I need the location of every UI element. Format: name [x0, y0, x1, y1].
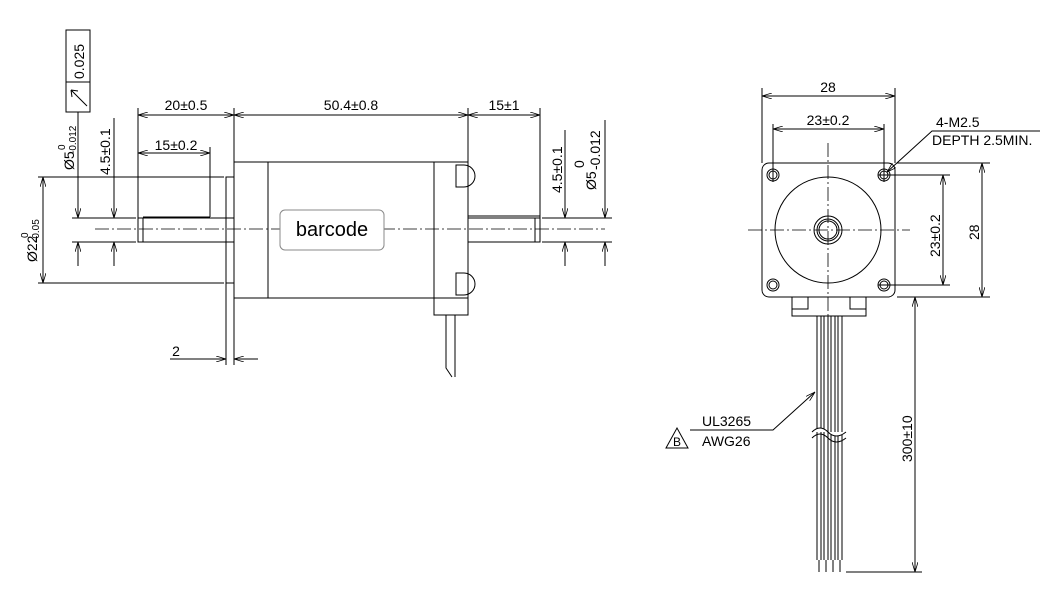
rear-shaft — [467, 217, 541, 243]
svg-text:-0.012: -0.012 — [68, 125, 79, 154]
dim-width: 28 — [820, 79, 836, 95]
side-view: barcode 20±0.5 50.4±0.8 15±1 15±0.2 2 Ø2… — [20, 29, 612, 378]
runout-value: 0.025 — [71, 44, 87, 79]
lead-wire — [445, 315, 456, 378]
flange-plate — [225, 176, 235, 284]
dim-pilot-dia: Ø22 0 -0.05 — [20, 219, 42, 262]
dim-lead-length: 300±10 — [899, 415, 915, 462]
runout-frame — [65, 29, 91, 113]
connector-bump-bottom — [455, 272, 476, 296]
svg-text:-0.012: -0.012 — [587, 130, 603, 170]
front-shaft — [137, 217, 235, 243]
dim-body-length: 50.4±0.8 — [324, 97, 379, 113]
dim-front-flat: 4.5±0.1 — [97, 128, 113, 175]
connector — [791, 297, 867, 317]
wire-spec-leader — [690, 392, 815, 431]
thread-leader — [887, 130, 1040, 172]
svg-text:Ø5: Ø5 — [583, 171, 599, 190]
dim-rear-flat: 4.5±0.1 — [549, 146, 565, 193]
thread-note-size: 4-M2.5 — [936, 114, 980, 130]
wire-spec-type: UL3265 — [702, 413, 751, 429]
dim-front-shaft-length: 20±0.5 — [165, 97, 208, 113]
svg-text:0: 0 — [571, 160, 587, 168]
svg-text:Ø5: Ø5 — [61, 151, 77, 170]
dim-height: 28 — [966, 224, 982, 240]
connector-bump-top — [455, 164, 476, 188]
dim-rear-shaft-dia: Ø5 0 -0.012 — [571, 130, 603, 190]
revision-triangle-icon — [665, 426, 689, 449]
dim-hole-spacing-v: 23±0.2 — [927, 214, 943, 257]
rear-cap — [433, 161, 469, 316]
svg-text:Ø22: Ø22 — [24, 235, 40, 262]
lead-wires — [811, 316, 847, 572]
svg-text:0: 0 — [20, 232, 31, 238]
svg-text:0: 0 — [57, 144, 68, 150]
barcode-label — [279, 209, 385, 251]
barcode-text: barcode — [296, 219, 368, 241]
svg-text:-0.05: -0.05 — [31, 219, 42, 242]
dim-hole-spacing-h: 23±0.2 — [807, 112, 850, 128]
revision-mark: B — [673, 435, 681, 449]
thread-note-depth: DEPTH 2.5MIN. — [932, 132, 1032, 148]
dim-flat-length: 15±0.2 — [155, 137, 198, 153]
runout-arrow-icon — [70, 89, 88, 107]
dim-front-shaft-dia: Ø5 0 -0.012 — [57, 125, 79, 170]
dim-rear-shaft-length: 15±1 — [488, 97, 519, 113]
dim-flange-thickness: 2 — [172, 343, 180, 359]
front-view: 28 23±0.2 23±0.2 28 300±10 4-M2.5 DEPTH … — [665, 79, 1040, 573]
wire-spec-gauge: AWG26 — [702, 433, 751, 449]
